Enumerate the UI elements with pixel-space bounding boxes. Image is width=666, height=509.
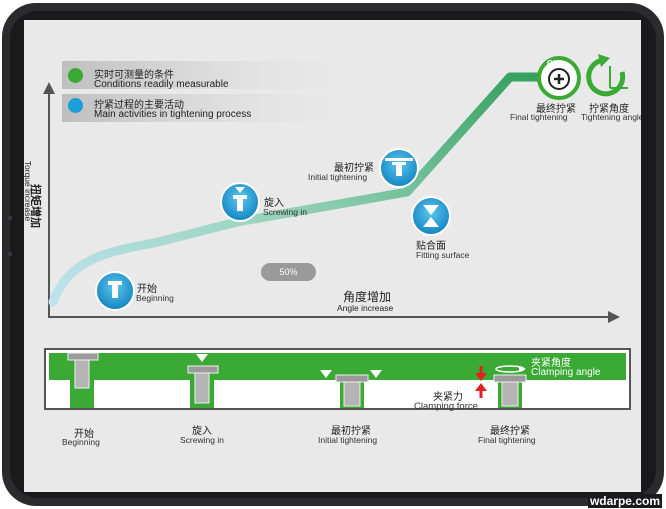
x-axis-arrow [608, 311, 620, 323]
fitting-label-cn: 贴合面 [416, 241, 446, 252]
clamp-angle-label-cn: 夹紧角度 [531, 358, 571, 369]
final-label-en: Final tightening [510, 112, 568, 122]
torque-curve [48, 72, 574, 307]
legend-1-en: Conditions readily measurable [94, 79, 229, 90]
sensor-dot [8, 252, 12, 256]
initial-screw-icon [320, 370, 382, 407]
bottom-beginning-en: Beginning [62, 437, 100, 447]
clamping-force-arrows [475, 366, 487, 398]
bottom-screwing-en: Screwing in [180, 435, 224, 445]
final-tightening-ok-icon [537, 56, 581, 100]
progress-badge-bg [261, 263, 316, 281]
bottom-final-en: Final tightening [478, 435, 536, 445]
progress-badge-text: 50% [279, 267, 298, 277]
tightening-angle-icon [586, 54, 628, 97]
screwing-label-en: Screwing in [263, 207, 307, 217]
legend-bar-2 [62, 94, 382, 122]
x-axis-label-en: Angle increase [337, 303, 394, 313]
bottom-beginning-cn: 开始 [74, 429, 94, 440]
legend-2-cn: 拧紧过程的主要活动 [94, 100, 184, 111]
y-axis-label-en: Torque increase [24, 160, 34, 222]
camera-dot [8, 216, 12, 220]
diagram-screen: 实时可测量的条件 Conditions readily measurable 拧… [24, 20, 641, 492]
fitting-label-en: Fitting surface [416, 250, 470, 260]
initial-tightening-icon [379, 148, 419, 188]
clamp-force-label-en: Clamping force [414, 401, 478, 412]
legend-green-dot [68, 68, 83, 83]
bottom-initial-en: Initial tightening [318, 435, 378, 445]
legend-2-en: Main activities in tightening process [94, 109, 252, 120]
bottom-initial-cn: 最初拧紧 [331, 426, 371, 437]
screwing-icon [220, 182, 260, 222]
fitting-surface-icon [411, 196, 451, 236]
bottom-final-cn: 最终拧紧 [490, 426, 530, 437]
beginning-screw-icon [67, 352, 99, 389]
diagram-canvas [43, 54, 631, 410]
watermark: wdarpe.com [587, 494, 662, 508]
angle-label-en: Tightening angle [581, 112, 641, 122]
screwing-label-cn: 旋入 [264, 198, 284, 209]
initial-label-cn: 最初拧紧 [334, 163, 374, 174]
bottom-screwing-cn: 旋入 [192, 426, 212, 437]
initial-label-en: Initial tightening [308, 172, 368, 182]
screwing-screw-icon [187, 354, 219, 404]
legend-bar-1 [62, 61, 382, 89]
legend-1-cn: 实时可测量的条件 [94, 70, 174, 81]
legend-blue-dot [68, 98, 83, 113]
final-screw-icon [493, 365, 527, 407]
beginning-label-en: Beginning [136, 293, 174, 303]
angle-label-cn: 拧紧角度 [589, 104, 629, 115]
beginning-label-cn: 开始 [137, 284, 157, 295]
final-label-cn: 最终拧紧 [536, 104, 576, 115]
y-axis-arrow [43, 82, 55, 94]
ok-label: OK [547, 59, 559, 68]
beginning-icon [95, 271, 135, 311]
clamp-force-label-cn: 夹紧力 [433, 392, 463, 403]
clamp-angle-label-en: Clamping angle [531, 367, 601, 378]
x-axis-label-cn: 角度增加 [343, 290, 392, 304]
